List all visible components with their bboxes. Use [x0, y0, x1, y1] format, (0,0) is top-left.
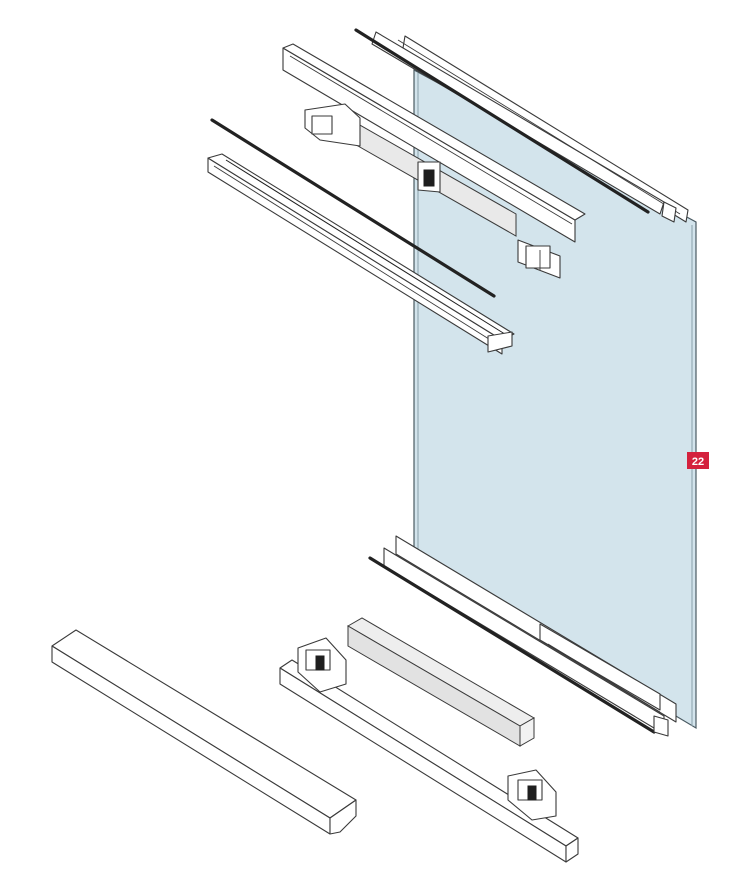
roller-carrier — [304, 103, 561, 279]
bottom-channel-profile — [279, 637, 579, 863]
upper-guide-rod — [210, 118, 496, 298]
top-carrier-profile — [282, 43, 586, 243]
bottom-glass-rail — [368, 535, 677, 737]
filler-block — [346, 617, 536, 747]
cover-profile — [51, 629, 357, 835]
part-callout-22: 22 — [687, 452, 709, 469]
callout-label: 22 — [692, 456, 704, 468]
upper-channel-profile — [207, 153, 515, 355]
top-glass-rail — [354, 28, 689, 223]
